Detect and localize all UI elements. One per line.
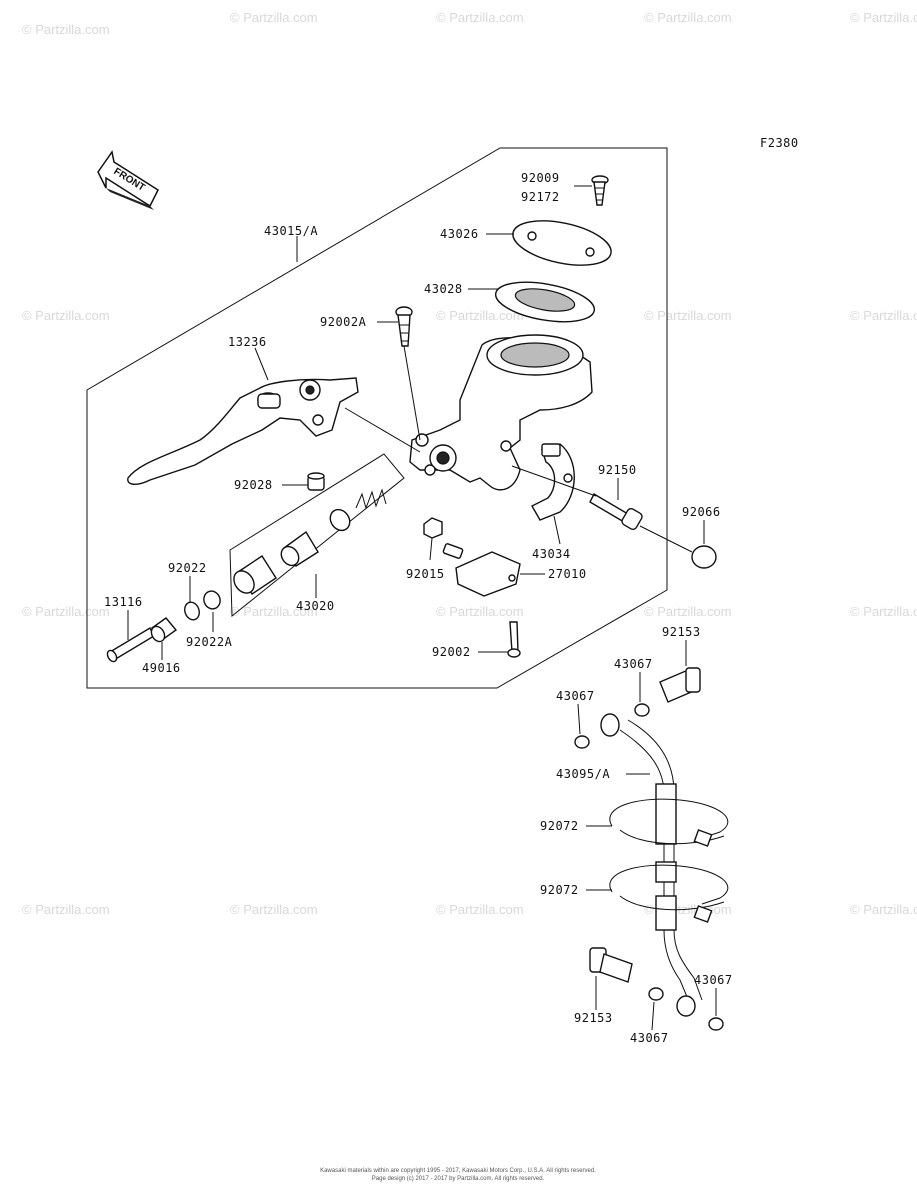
watermark: © Partzilla.com [850,308,917,323]
watermark: © Partzilla.com [22,308,110,323]
watermark: © Partzilla.com [850,10,917,25]
label-92072-bottom: 92072 [540,883,579,897]
label-43026: 43026 [440,227,479,241]
switch-screw-part [507,621,521,658]
holder-clamp-part [531,443,575,521]
hose-clamp-part [609,864,729,923]
label-43020: 43020 [296,599,335,613]
label-92066: 92066 [682,505,721,519]
washer-part [574,735,590,749]
bolt-cap-part [691,545,717,569]
label-43028: 43028 [424,282,463,296]
pushrod-part [106,627,155,663]
label-43067-left: 43067 [556,689,595,703]
label-92150: 92150 [598,463,637,477]
washer-part [634,703,650,717]
watermark: © Partzilla.com [22,604,110,619]
part-labels: 43015/A 92009 92172 43026 43028 92002A 1… [104,171,733,1045]
washer-part [648,987,664,1001]
front-arrow-icon: FRONT [97,150,159,210]
label-92072-top: 92072 [540,819,579,833]
watermark: © Partzilla.com [436,604,524,619]
label-13236: 13236 [228,335,267,349]
reservoir-cap-part [512,220,612,266]
watermark: © Partzilla.com [850,604,917,619]
watermark: © Partzilla.com [230,10,318,25]
banjo-bolt-part [589,947,633,983]
watermark: © Partzilla.com [644,10,732,25]
label-92028: 92028 [234,478,273,492]
watermark: © Partzilla.com [22,22,110,37]
circlip-part [184,601,200,621]
label-92172: 92172 [521,190,560,204]
label-92022: 92022 [168,561,207,575]
watermark: © Partzilla.com [850,902,917,917]
label-43067-top: 43067 [614,657,653,671]
label-43067-right: 43067 [694,973,733,987]
master-cylinder-body-part [409,334,593,491]
label-27010: 27010 [548,567,587,581]
cap-screw-part [591,175,609,206]
lever-part [127,377,359,485]
watermark: © Partzilla.com [436,902,524,917]
diaphragm-part [494,281,596,323]
watermark: © Partzilla.com [436,308,524,323]
label-92002: 92002 [432,645,471,659]
label-49016: 49016 [142,661,181,675]
assembly-outline [86,147,668,689]
label-92153-bottom: 92153 [574,1011,613,1025]
label-43095a: 43095/A [556,767,610,781]
watermark: © Partzilla.com [644,604,732,619]
label-92022a: 92022A [186,635,233,649]
boot-part [150,617,178,643]
copyright-line: Kawasaki materials within are copyright … [320,1168,596,1174]
bleeder-screw-part [395,306,413,347]
label-92002a: 92002A [320,315,367,329]
watermark: © Partzilla.com [644,308,732,323]
brake-switch-part [442,543,521,597]
watermark: © Partzilla.com [22,902,110,917]
washer-part [203,590,221,610]
label-13116: 13116 [104,595,143,609]
watermark: © Partzilla.com [436,10,524,25]
watermark: © Partzilla.com [230,902,318,917]
leader-lines [127,185,717,1031]
washer-part [708,1017,724,1031]
label-92153-top: 92153 [662,625,701,639]
pivot-bushing-part [307,472,325,491]
label-43067-bottom: 43067 [630,1031,669,1045]
watermark: © Partzilla.com [230,604,318,619]
nut-part [423,517,443,539]
clamp-bolt-part [589,493,643,531]
label-43034: 43034 [532,547,571,561]
hose-clamp-part [609,798,729,847]
label-43015a: 43015/A [264,224,318,238]
label-92009: 92009 [521,171,560,185]
banjo-bolt-part [659,667,701,703]
label-92015: 92015 [406,567,445,581]
piston-kit-part [229,453,405,618]
copyright-line: Page design (c) 2017 - 2017 by Partzilla… [372,1176,545,1182]
diagram-code: F2380 [760,136,799,150]
